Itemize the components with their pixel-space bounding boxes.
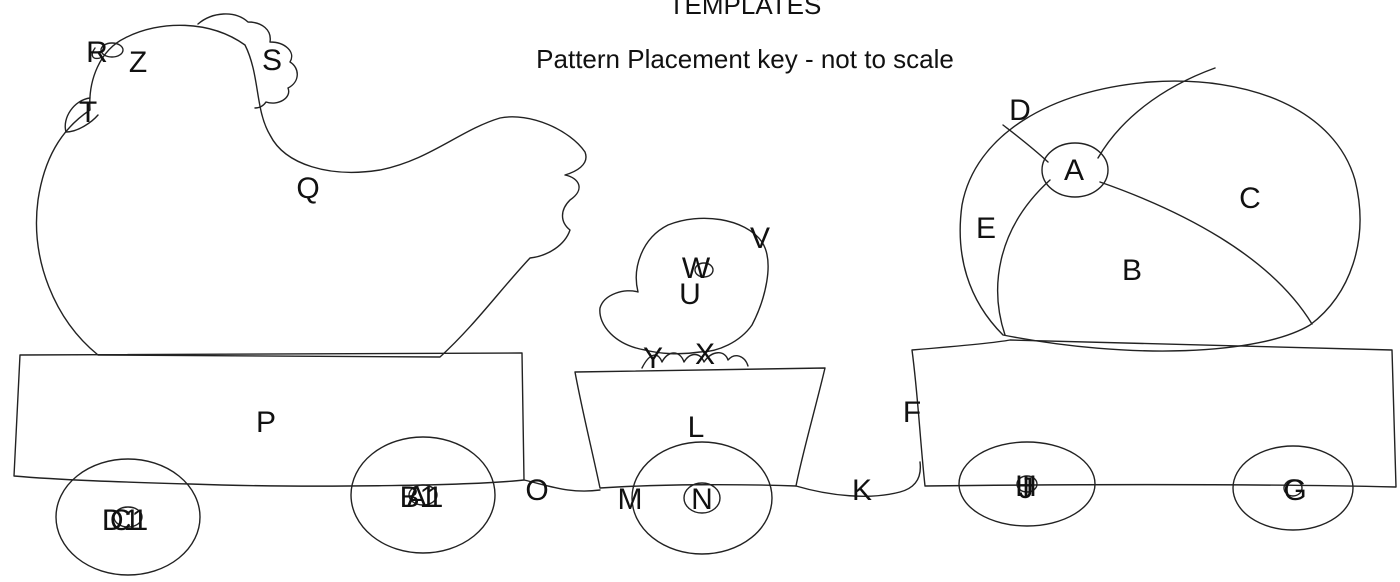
center-wagon-hub [683, 482, 721, 514]
left-wagon-rear-hub [113, 506, 143, 528]
center-wagon-wheel [631, 441, 773, 555]
label-F: F [903, 396, 921, 429]
label-P: P [256, 406, 276, 439]
label-B: B [1122, 254, 1142, 287]
label-T: T [79, 96, 97, 129]
ball-outline [959, 80, 1361, 352]
label-K: K [852, 474, 872, 507]
label-R: R [86, 36, 108, 69]
label-L: L [688, 411, 705, 444]
hen-comb-outline [197, 13, 298, 109]
hen-shape [35, 13, 587, 358]
hen-beak-outline [91, 47, 101, 60]
right-wagon [911, 339, 1397, 531]
label-Q: Q [296, 172, 319, 205]
label-D: D [1009, 94, 1031, 127]
label-H: H [1015, 470, 1037, 503]
right-wagon-front-wheel [1232, 445, 1354, 531]
left-wagon-front-wheel [350, 436, 496, 554]
hen-body-outline [35, 24, 587, 358]
diagram-title: TEMPLATES [669, 0, 822, 20]
left-wagon-front-hub [408, 484, 438, 506]
label-W: W [682, 252, 711, 285]
label-A1: A1 [407, 481, 444, 514]
center-wagon [574, 367, 922, 555]
label-X: X [695, 338, 715, 371]
right-wagon-front-hub [1283, 479, 1303, 497]
chick-eye-outline [694, 262, 714, 278]
ball-seam-lower-right [1099, 181, 1313, 325]
label-A: A [1064, 154, 1084, 187]
right-wagon-rear-hub [1016, 475, 1038, 493]
hen-eye-outline [100, 42, 124, 58]
ball-center-patch [1041, 142, 1109, 198]
ball-shape [959, 67, 1361, 352]
label-G: G [1283, 474, 1306, 507]
label-J: J [1019, 472, 1034, 505]
label-Y: Y [643, 342, 663, 375]
chick-body-outline [599, 217, 769, 355]
left-wagon-body-outline [13, 352, 525, 487]
center-wagon-body-outline [574, 367, 826, 489]
ball-seam-upper-left [1002, 124, 1049, 163]
label-C1: C1 [110, 504, 148, 537]
ball-seam-left [997, 179, 1051, 336]
left-wagon-rear-wheel [55, 458, 201, 576]
label-V: V [750, 222, 770, 255]
label-B1: B1 [400, 481, 437, 514]
label-E: E [976, 212, 996, 245]
label-C: C [1239, 182, 1261, 215]
right-wagon-rear-wheel [958, 441, 1096, 527]
label-I: I [1022, 470, 1030, 503]
label-S: S [262, 44, 282, 77]
label-M: M [618, 483, 643, 516]
center-wagon-axle-outline [795, 461, 922, 497]
label-N: N [691, 483, 713, 516]
left-wagon [13, 352, 601, 576]
chick-shape [599, 217, 769, 369]
hen-wattle-outline [64, 97, 99, 133]
label-O: O [525, 474, 548, 507]
right-wagon-body-outline [911, 339, 1397, 488]
label-U: U [679, 278, 701, 311]
label-Z: Z [129, 46, 147, 79]
label-D1: D1 [102, 504, 140, 537]
left-wagon-axle-outline [523, 479, 601, 492]
diagram-subtitle: Pattern Placement key - not to scale [536, 44, 954, 74]
ball-seam-upper-right [1097, 67, 1216, 159]
chick-feet-outline [641, 352, 749, 369]
